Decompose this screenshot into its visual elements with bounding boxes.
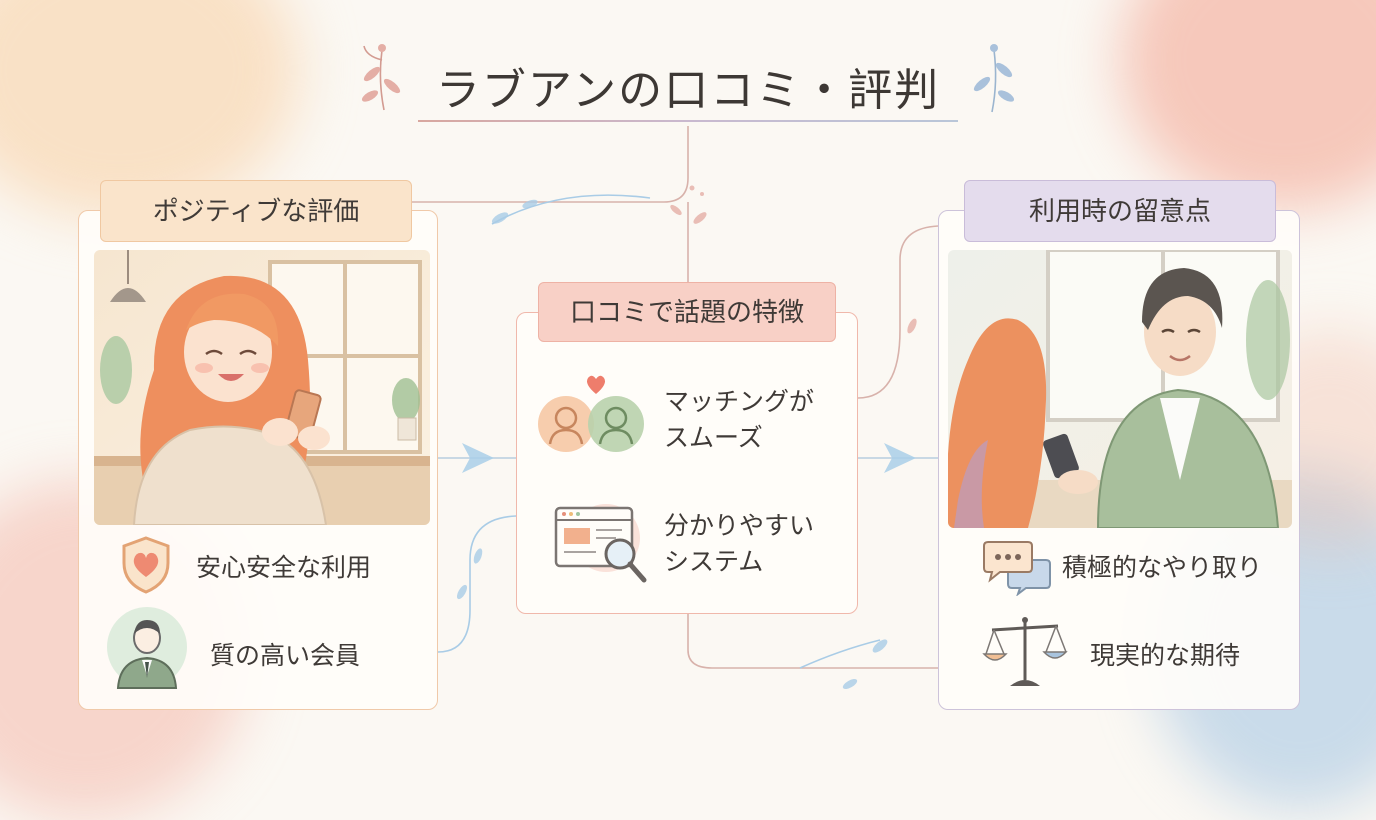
- connector-lines: [361, 44, 1015, 690]
- features-item-label: マッチングが スムーズ: [664, 387, 815, 452]
- positive-to-features-lower-line: [437, 515, 517, 653]
- features-to-caution-upper-line: [857, 225, 939, 399]
- page-title: ラブアンの口コミ・評判: [435, 65, 941, 116]
- title-to-positive-line: [412, 126, 689, 203]
- chat-bubbles-icon: [983, 541, 1051, 596]
- features-panel-title: 口コミで話題の特徴: [538, 282, 836, 342]
- right-floral-sprig-icon: [991, 49, 997, 113]
- left-floral-sprig-icon: [363, 45, 385, 111]
- features-to-caution-lower-line: [687, 614, 938, 669]
- blue-vine-bottom: [799, 639, 881, 669]
- search-window-icon: [554, 504, 647, 583]
- arrow-right-icon: [884, 443, 916, 473]
- positive-panel-title: ポジティブな評価: [100, 180, 412, 242]
- caution-panel-title: 利用時の留意点: [964, 180, 1276, 242]
- features-item-label: 分かりやすい システム: [664, 511, 815, 576]
- matching-couple-icon: [538, 375, 644, 452]
- businessman-avatar-icon: [107, 607, 187, 689]
- blue-vine-top: [491, 194, 651, 225]
- balance-scale-icon: [982, 617, 1068, 686]
- title-block: ラブアンの口コミ・評判: [418, 46, 958, 126]
- woman-with-phone-illustration: [94, 250, 430, 525]
- arrow-right-icon: [462, 443, 494, 473]
- positive-item-label: 質の高い会員: [210, 641, 361, 670]
- caution-item-label: 積極的なやり取り: [1062, 553, 1263, 582]
- positive-item-label: 安心安全な利用: [196, 553, 372, 582]
- title-underline: [418, 120, 958, 122]
- couple-conversation-illustration: [948, 250, 1292, 528]
- caution-item-label: 現実的な期待: [1090, 641, 1241, 670]
- heart-shield-icon: [122, 536, 170, 594]
